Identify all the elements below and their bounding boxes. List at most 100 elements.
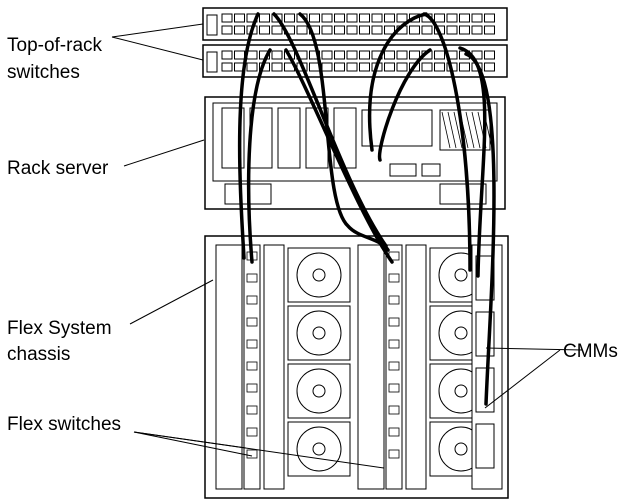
top-of-rack-switches	[202, 7, 508, 78]
callout-flex-switch-3	[133, 431, 385, 469]
flex-switch-port	[246, 383, 258, 393]
label-flex-system-line1: Flex System	[7, 318, 112, 339]
switch-mgmt-panel	[206, 14, 218, 36]
flex-switch-port	[246, 449, 258, 459]
chassis-left-module	[215, 244, 243, 490]
fan-ring	[296, 252, 342, 298]
label-flex-switches: Flex switches	[7, 414, 121, 435]
server-psu	[439, 183, 487, 205]
switch-port	[359, 13, 370, 23]
tor-switch-2	[202, 44, 508, 78]
callout-flex-chassis	[129, 279, 214, 325]
switch-port	[484, 50, 495, 60]
cable-8	[422, 12, 472, 272]
fan-module	[287, 247, 351, 303]
chassis-midplane	[263, 244, 285, 490]
fan-ring	[296, 426, 342, 472]
vga-port	[389, 163, 417, 177]
flex-switch-port	[388, 317, 400, 327]
network-cables	[237, 12, 496, 406]
switch-port	[271, 25, 283, 35]
cable-2	[246, 48, 272, 264]
cable-5	[298, 12, 390, 252]
cable-6	[367, 12, 428, 152]
server-vent	[471, 111, 481, 149]
switch-port	[234, 13, 245, 23]
pcie-slot	[277, 107, 301, 169]
chassis-left-module	[357, 244, 385, 490]
flex-switch-port	[246, 405, 258, 415]
switch-port	[221, 25, 233, 35]
switch-port	[409, 50, 420, 60]
switch-port	[334, 50, 345, 60]
switch-port	[384, 62, 395, 72]
flex-switch-port	[388, 273, 400, 283]
switch-port	[359, 62, 370, 72]
switch-port	[346, 50, 358, 60]
switch-port	[359, 25, 370, 35]
switch-port	[321, 25, 333, 35]
flex-switch-port	[246, 273, 258, 283]
server-vent	[453, 111, 463, 149]
switch-port	[434, 13, 445, 23]
switch-port	[459, 62, 470, 72]
fan-hub	[312, 268, 326, 282]
fan-hub	[454, 384, 468, 398]
switch-port	[259, 13, 270, 23]
switch-port	[246, 50, 258, 60]
callout-tor-1	[111, 23, 204, 38]
flex-switch-port	[388, 339, 400, 349]
flex-chassis-details	[215, 244, 503, 490]
switch-port	[396, 50, 408, 60]
usb-port	[421, 163, 441, 177]
switch-port	[221, 62, 233, 72]
switch-port	[421, 25, 433, 35]
switch-port	[309, 13, 320, 23]
switch-mgmt-panel	[206, 51, 218, 73]
rack-server-inner	[212, 102, 498, 182]
fan-hub	[312, 326, 326, 340]
cable-10	[464, 52, 496, 406]
label-flex-system-line2: chassis	[7, 344, 70, 365]
cable-7	[377, 48, 432, 162]
switch-port	[446, 13, 458, 23]
callout-lines	[111, 23, 583, 469]
server-vent	[441, 111, 451, 149]
switch-port	[221, 13, 233, 23]
fan-hub	[312, 384, 326, 398]
switch-port	[234, 25, 245, 35]
flex-switch-port	[388, 383, 400, 393]
fan-module	[287, 421, 351, 477]
cable-4	[284, 48, 394, 264]
fan-module	[287, 363, 351, 419]
switch-port	[221, 50, 233, 60]
callout-rack-server	[123, 139, 205, 167]
switch-port	[409, 25, 420, 35]
switch-port	[396, 62, 408, 72]
switch-port	[334, 62, 345, 72]
switch-port	[284, 13, 295, 23]
flex-switch-port	[246, 317, 258, 327]
fan-hub	[454, 442, 468, 456]
switch-port	[396, 13, 408, 23]
switch-port	[334, 25, 345, 35]
switch-port	[246, 62, 258, 72]
fan-hub	[454, 268, 468, 282]
switch-port	[334, 13, 345, 23]
switch-port	[359, 50, 370, 60]
flex-system-chassis	[204, 235, 509, 499]
switch-port	[384, 50, 395, 60]
switch-port	[446, 25, 458, 35]
label-cmms: CMMs	[563, 341, 618, 362]
switch-port	[384, 25, 395, 35]
flex-switch-port	[388, 361, 400, 371]
switch-port	[434, 62, 445, 72]
switch-port	[434, 50, 445, 60]
cable-1	[237, 12, 260, 260]
fan-ring	[296, 368, 342, 414]
switch-port	[346, 13, 358, 23]
switch-port	[271, 50, 283, 60]
cable-3	[272, 12, 388, 248]
label-rack-server: Rack server	[7, 158, 109, 179]
